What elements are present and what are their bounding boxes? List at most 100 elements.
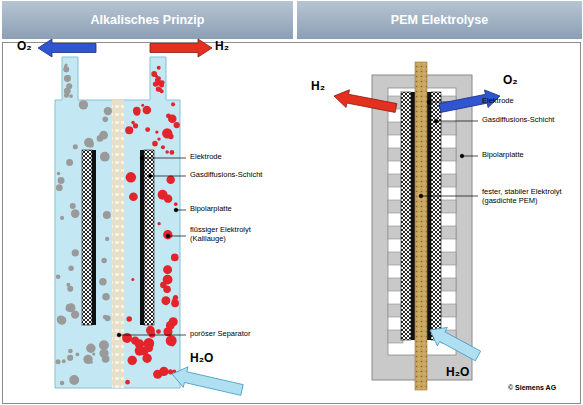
- gas-bubble: [102, 293, 110, 301]
- gas-bubble: [65, 64, 68, 67]
- gas-bubble: [79, 100, 88, 109]
- gas-diffusion-layer: [82, 150, 92, 325]
- gas-bubble: [125, 380, 130, 385]
- flow-arrow: [150, 39, 212, 57]
- gas-bubble: [166, 113, 171, 118]
- gas-bubble: [135, 346, 145, 356]
- gas-bubble: [161, 296, 170, 305]
- gas-bubble: [83, 355, 92, 364]
- gas-bubble: [70, 203, 76, 209]
- part-label: fester, stabiler Elektrolyt (gasdichte P…: [482, 188, 575, 205]
- gas-bubble: [157, 66, 161, 70]
- gas-bubble: [143, 106, 152, 115]
- gas-bubble: [72, 249, 79, 256]
- flow-rib: [441, 200, 456, 213]
- alkaline-cell: [55, 57, 180, 388]
- electrode: [140, 150, 144, 325]
- gas-bubble: [102, 355, 110, 363]
- gas-bubble: [163, 275, 173, 285]
- gas-bubble: [64, 75, 71, 82]
- gas-bubble: [66, 159, 73, 166]
- gas-bubble: [62, 359, 66, 363]
- part-label: Gasdiffusions-Schicht: [190, 171, 262, 180]
- gas-bubble: [102, 117, 108, 123]
- flow-rib: [441, 148, 456, 161]
- gas-bubble: [104, 107, 112, 115]
- gas-bubble: [60, 216, 64, 220]
- flow-arrow: [172, 367, 243, 395]
- gas-bubble: [153, 370, 162, 379]
- flow-label: H₂: [311, 80, 325, 94]
- gas-bubble: [64, 67, 69, 72]
- gas-bubble: [71, 209, 80, 218]
- gas-bubble: [56, 274, 61, 279]
- gas-bubble: [58, 177, 65, 184]
- gas-bubble: [68, 349, 73, 354]
- electrode: [427, 92, 431, 340]
- flow-rib: [441, 278, 456, 291]
- flow-rib: [441, 304, 456, 317]
- gas-bubble: [55, 359, 60, 364]
- gas-bubble: [103, 211, 111, 219]
- panel: [3, 43, 581, 404]
- gas-bubble: [67, 286, 73, 292]
- electrode: [411, 92, 415, 340]
- gas-bubble: [155, 130, 158, 133]
- header-tab-bg: [2, 1, 293, 39]
- gas-bubble: [171, 102, 175, 106]
- gas-bubble: [174, 202, 178, 206]
- part-label: Bipolarplatte: [190, 205, 232, 214]
- gas-diffusion-layer: [431, 92, 441, 340]
- gas-bubble: [64, 93, 69, 98]
- gas-bubble: [105, 315, 111, 321]
- gas-bubble: [158, 190, 168, 200]
- gas-bubble: [145, 127, 150, 132]
- gas-bubble: [131, 278, 134, 281]
- gas-bubble: [86, 343, 95, 352]
- gas-bubble: [99, 278, 106, 285]
- part-label: Bipolarplatte: [482, 151, 524, 160]
- gas-bubble: [171, 254, 179, 262]
- header-tab-bg: [297, 1, 582, 39]
- flow-rib: [441, 122, 456, 135]
- flow-arrow: [334, 90, 397, 113]
- part-label: Elektrode: [190, 153, 222, 162]
- gas-bubble: [100, 152, 110, 162]
- gas-bubble: [67, 355, 73, 361]
- gas-bubble: [170, 150, 175, 155]
- gas-bubble: [173, 295, 178, 300]
- gas-bubble: [163, 230, 172, 239]
- gas-bubble: [90, 361, 93, 364]
- gas-bubble: [68, 266, 73, 271]
- gas-bubble: [92, 352, 95, 355]
- gas-bubble: [141, 104, 144, 107]
- gas-bubble: [155, 75, 159, 79]
- gas-bubble: [105, 237, 109, 241]
- flow-arrow: [430, 327, 481, 360]
- gas-bubble: [73, 144, 78, 149]
- electrode: [92, 150, 96, 325]
- gas-bubble: [76, 352, 80, 356]
- leader-lines: [117, 100, 478, 337]
- gas-bubble: [63, 66, 69, 72]
- gas-bubble: [152, 141, 158, 147]
- flow-label: H₂O: [446, 366, 469, 380]
- gas-bubble: [165, 150, 169, 154]
- gas-bubble: [99, 340, 109, 350]
- gas-bubble: [69, 375, 79, 385]
- flow-label: H₂: [215, 40, 229, 54]
- gas-bubble: [162, 128, 172, 138]
- part-label: poröser Separator: [190, 330, 250, 339]
- part-label: Gasdiffusions-Schicht: [482, 116, 554, 125]
- gas-bubble: [101, 258, 106, 263]
- gas-bubble: [131, 337, 139, 345]
- gas-bubble: [166, 176, 174, 184]
- header-text: Alkalisches Prinzip: [91, 13, 205, 27]
- flow-label: H₂O: [190, 352, 213, 366]
- header-tab: PEM Elektrolyse: [297, 1, 582, 39]
- gas-bubble: [99, 131, 108, 140]
- flow-arrow: [38, 39, 96, 57]
- gas-bubble: [60, 381, 65, 386]
- gas-bubble: [129, 192, 138, 201]
- gas-bubble: [146, 326, 155, 335]
